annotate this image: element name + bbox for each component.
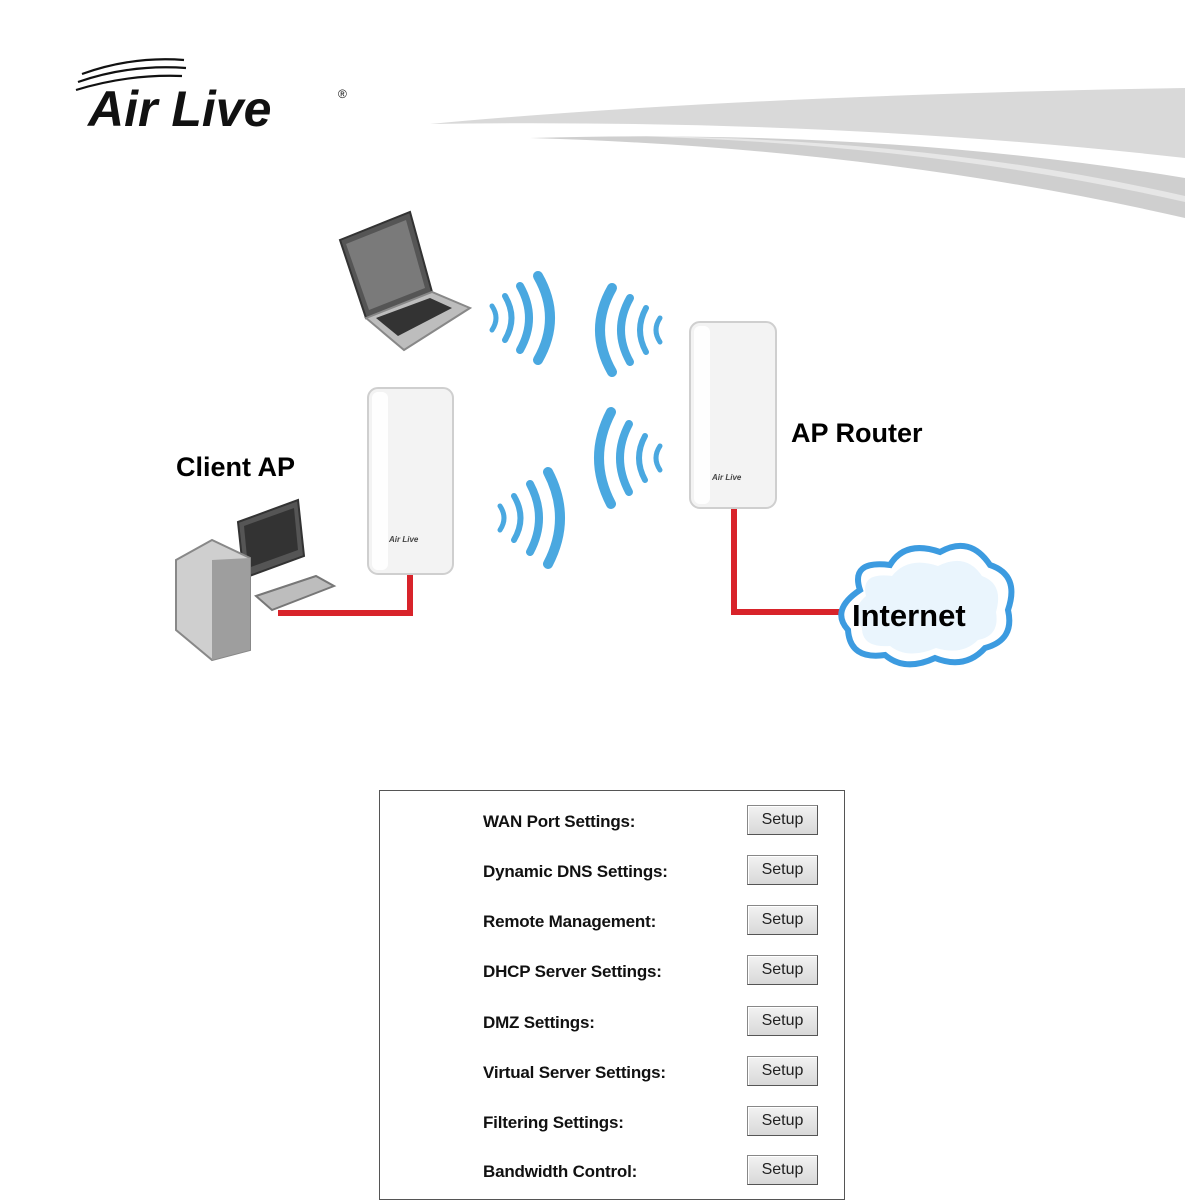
dhcp-server-setup-button[interactable]: Setup — [747, 955, 818, 985]
ap-router-label: AP Router — [791, 418, 923, 449]
setting-label: Remote Management: — [483, 912, 656, 932]
svg-text:Air Live: Air Live — [711, 473, 742, 482]
settings-row-dmz: DMZ Settings: Setup — [380, 1003, 844, 1043]
client-ap-device-icon: Air Live — [368, 388, 453, 574]
settings-row-bandwidth-control: Bandwidth Control: Setup — [380, 1152, 844, 1192]
settings-row-remote-management: Remote Management: Setup — [380, 902, 844, 942]
desktop-computer-icon — [176, 500, 334, 660]
svg-text:Air Live: Air Live — [388, 535, 419, 544]
wireless-signal-icon — [500, 412, 660, 564]
settings-row-virtual-server: Virtual Server Settings: Setup — [380, 1053, 844, 1093]
setting-label: DMZ Settings: — [483, 1013, 595, 1033]
setting-label: WAN Port Settings: — [483, 812, 635, 832]
setting-label: Filtering Settings: — [483, 1113, 624, 1133]
svg-text:®: ® — [338, 87, 347, 101]
header-swoosh — [430, 78, 1185, 218]
remote-management-setup-button[interactable]: Setup — [747, 905, 818, 935]
dynamic-dns-setup-button[interactable]: Setup — [747, 855, 818, 885]
filtering-setup-button[interactable]: Setup — [747, 1106, 818, 1136]
setting-label: Virtual Server Settings: — [483, 1063, 666, 1083]
airlive-logo: Air Live ® — [72, 52, 362, 136]
laptop-icon — [340, 212, 470, 350]
router-cable — [734, 505, 850, 612]
settings-row-wan-port: WAN Port Settings: Setup — [380, 802, 844, 842]
wan-port-setup-button[interactable]: Setup — [747, 805, 818, 835]
settings-row-dhcp-server: DHCP Server Settings: Setup — [380, 952, 844, 992]
settings-row-dynamic-dns: Dynamic DNS Settings: Setup — [380, 852, 844, 892]
ap-router-device-icon: Air Live — [690, 322, 776, 508]
setting-label: Bandwidth Control: — [483, 1162, 637, 1182]
bandwidth-control-setup-button[interactable]: Setup — [747, 1155, 818, 1185]
client-ap-label: Client AP — [176, 452, 295, 483]
internet-label: Internet — [852, 598, 966, 634]
settings-panel: WAN Port Settings: Setup Dynamic DNS Set… — [379, 790, 845, 1200]
wireless-signal-icon — [492, 276, 660, 372]
dmz-setup-button[interactable]: Setup — [747, 1006, 818, 1036]
logo-text: Air Live — [86, 81, 271, 136]
virtual-server-setup-button[interactable]: Setup — [747, 1056, 818, 1086]
settings-row-filtering: Filtering Settings: Setup — [380, 1103, 844, 1143]
setting-label: Dynamic DNS Settings: — [483, 862, 668, 882]
setting-label: DHCP Server Settings: — [483, 962, 662, 982]
